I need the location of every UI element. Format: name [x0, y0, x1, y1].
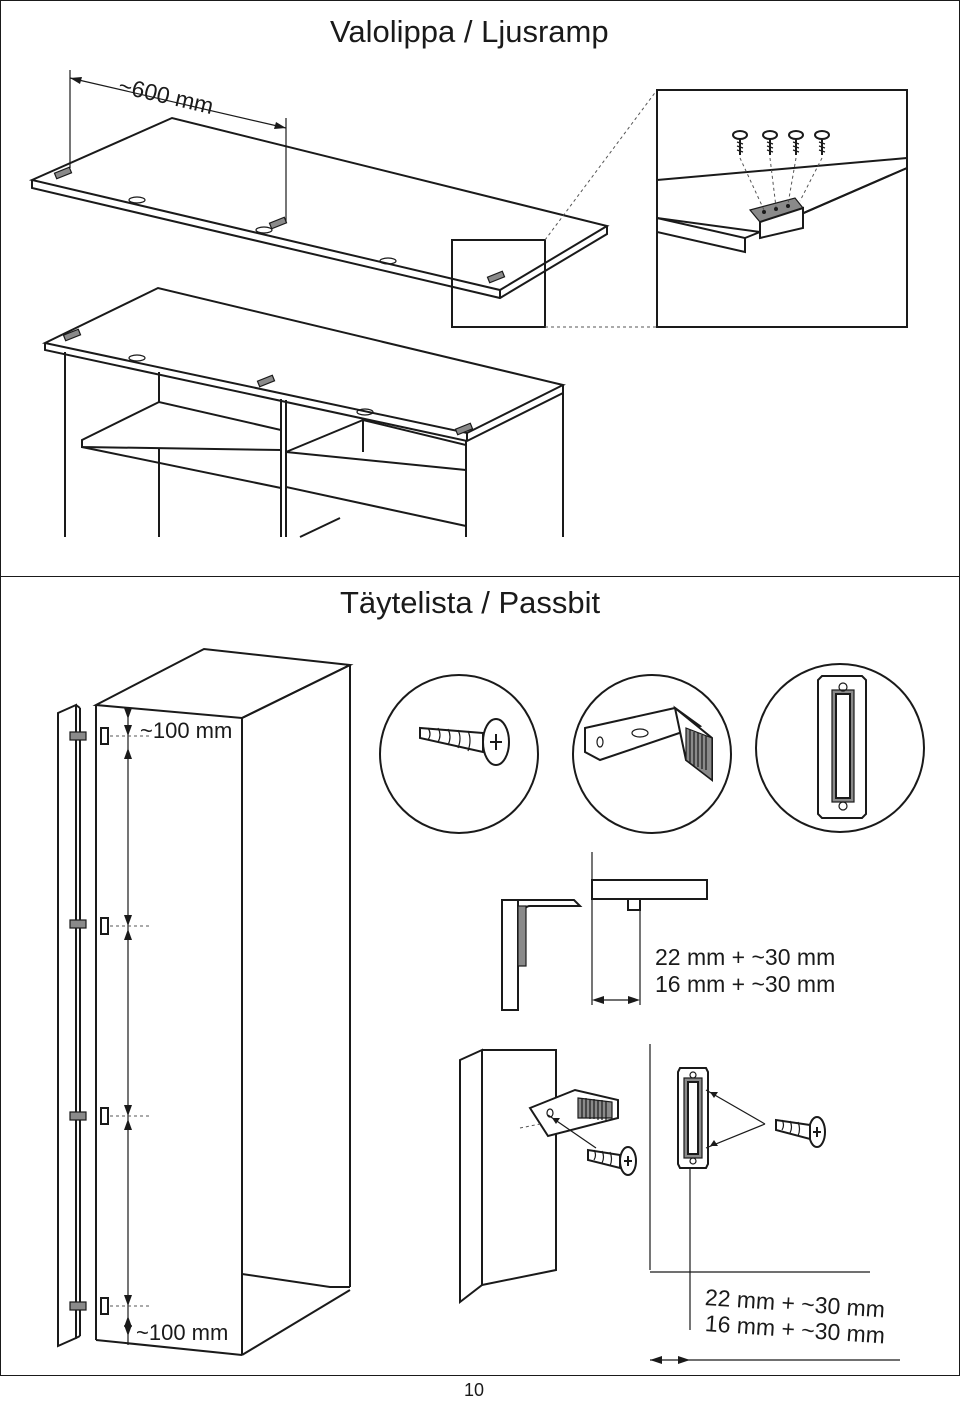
- detail-marker-box: [451, 239, 546, 328]
- measure-upper-line2: 16 mm + ~30 mm: [655, 971, 836, 997]
- filler-strip: [57, 703, 81, 1348]
- detail-bracket-view: [656, 130, 908, 254]
- panel-divider: [0, 576, 960, 577]
- bracket-mounting-view: [459, 1048, 637, 1305]
- dimension-600: [69, 70, 287, 222]
- clip-bracket-circle: [755, 663, 925, 833]
- angle-bracket-circle: [572, 674, 732, 834]
- page-number: 10: [464, 1380, 485, 1400]
- clip-mounting-view: [649, 1044, 900, 1364]
- light-rail-board: [28, 116, 610, 300]
- measure-upper-line1: 22 mm + ~30 mm: [655, 944, 836, 970]
- bottom-panel-title: Täytelista / Passbit: [340, 585, 601, 620]
- dimension-top-label: ~100 mm: [140, 718, 233, 743]
- bracket-board-section: [501, 852, 708, 1011]
- vertical-dimension-chain: [110, 708, 150, 1345]
- clip-bracket-icon: [817, 675, 867, 819]
- screw-icon: [419, 718, 510, 766]
- screw-icon-lower-left: [587, 1146, 637, 1176]
- top-panel-title: Valolippa / Ljusramp: [330, 14, 609, 49]
- screw-icon-lower-right: [775, 1116, 826, 1148]
- tall-cabinet: [92, 647, 354, 1356]
- dimension-bottom-label: ~100 mm: [136, 1320, 229, 1345]
- cabinet-with-rail: [41, 286, 566, 538]
- detail-screws: [732, 130, 830, 211]
- screw-detail-circle: [379, 674, 539, 834]
- strip-brackets: [69, 727, 109, 1315]
- angle-bracket-icon: [584, 705, 713, 783]
